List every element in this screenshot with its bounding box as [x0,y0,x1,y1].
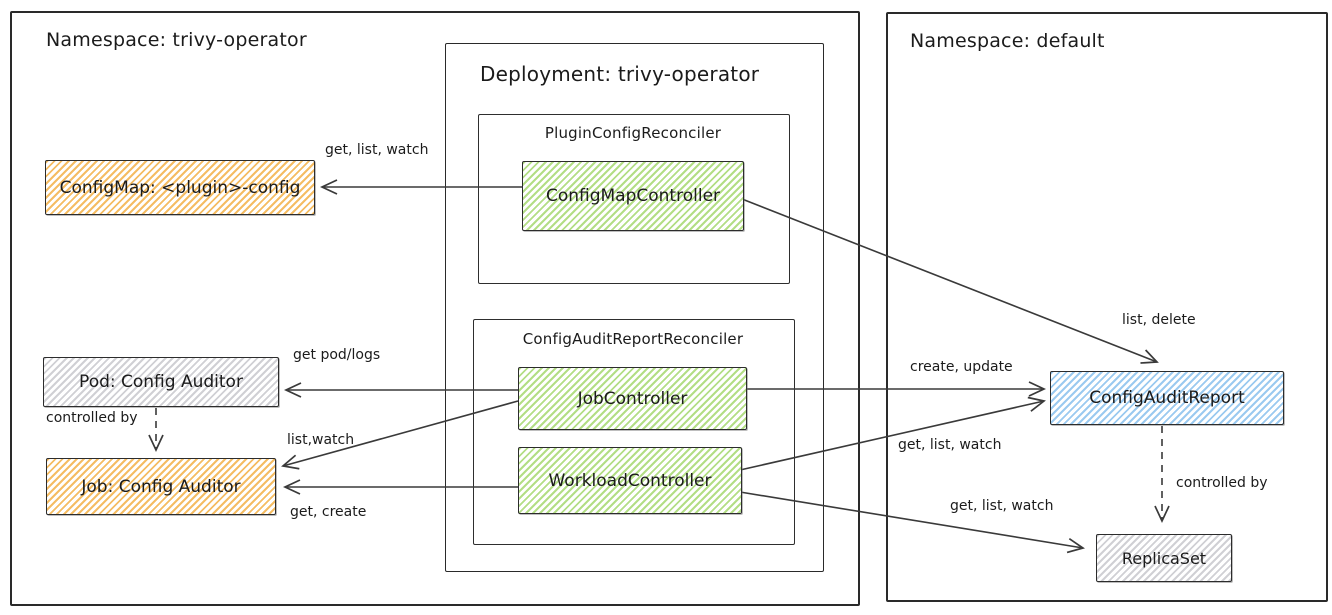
config-audit-report-node: ConfigAuditReport [1050,371,1284,425]
edge-label-get-list-watch-car: get, list, watch [898,437,1002,453]
workload-controller-node: WorkloadController [518,447,742,514]
job-controller-node: JobController [518,367,747,430]
edge-label-create-update: create, update [910,359,1013,375]
job-config-auditor-node: Job: Config Auditor [46,458,276,515]
edge-label-get-list-watch-configmap: get, list, watch [325,142,429,158]
pod-config-auditor-node: Pod: Config Auditor [43,357,279,407]
edge-label-controlled-by-left: controlled by [46,410,138,426]
configmap-plugin-config-node: ConfigMap: <plugin>-config [45,160,315,215]
namespace-default-label: Namespace: default [910,30,1105,52]
edge-label-get-create: get, create [290,504,367,520]
edge-label-list-watch: list,watch [287,432,355,448]
edge-label-get-list-watch-replicaset: get, list, watch [950,498,1054,514]
namespace-trivy-operator-label: Namespace: trivy-operator [46,29,307,51]
edge-label-list-delete: list, delete [1122,312,1196,328]
edge-label-get-pod-logs: get pod/logs [293,347,381,363]
edge-label-controlled-by-right: controlled by [1176,475,1268,491]
config-audit-report-reconciler-label: ConfigAuditReportReconciler [522,330,744,348]
deployment-label: Deployment: trivy-operator [480,62,760,86]
replicaset-node: ReplicaSet [1096,534,1232,582]
configmap-controller-node: ConfigMapController [522,161,744,231]
plugin-config-reconciler-label: PluginConfigReconciler [544,124,722,142]
